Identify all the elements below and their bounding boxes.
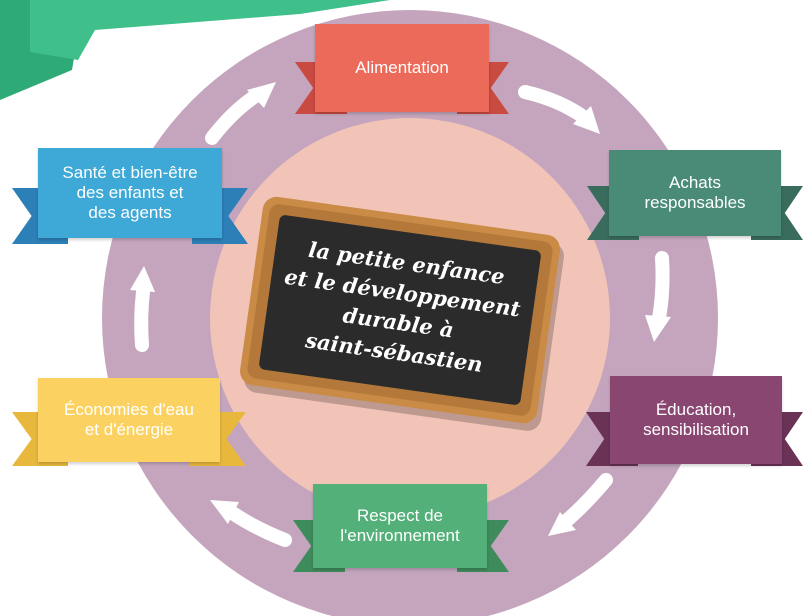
banner-sante-line-1: Santé et bien-être xyxy=(62,163,198,182)
arrow-respect-to-economies xyxy=(210,500,292,547)
banner-alimentation-face: Alimentation xyxy=(315,24,489,112)
arrow-economies-to-sante xyxy=(130,266,155,352)
arrow-alimentation-to-achats xyxy=(518,85,600,134)
banner-achats: Achats responsables xyxy=(587,150,803,256)
banner-education-line-2: sensibilisation xyxy=(643,420,749,439)
banner-education-face: Éducation, sensibilisation xyxy=(610,376,782,464)
arrow-education-to-respect xyxy=(548,473,613,536)
banner-achats-line-2: responsables xyxy=(644,193,746,212)
banner-economies-line-2: et d'énergie xyxy=(84,420,174,439)
banner-alimentation-text: Alimentation xyxy=(355,58,449,77)
arrow-achats-to-education xyxy=(645,251,671,342)
banner-alimentation: Alimentation xyxy=(295,24,509,132)
banner-education: Éducation, sensibilisation xyxy=(586,376,803,484)
banner-achats-face: Achats responsables xyxy=(609,150,781,236)
banner-sante: Santé et bien-être des enfants et des ag… xyxy=(12,148,248,258)
banner-sante-line-3: des agents xyxy=(88,203,172,222)
banner-sante-line-2: des enfants et xyxy=(76,183,184,202)
banner-respect-face: Respect de l'environnement xyxy=(313,484,487,568)
banner-economies-face: Économies d'eau et d'énergie xyxy=(38,378,220,462)
banner-respect-line-1: Respect de xyxy=(357,506,443,525)
arrows xyxy=(130,82,671,547)
chalkboard: la petite enfance et le développement du… xyxy=(240,196,564,431)
chalkboard-slate xyxy=(259,215,541,405)
banner-education-line-1: Éducation, xyxy=(655,400,737,419)
arrow-sante-to-alimentation xyxy=(205,82,276,145)
corner-band-light xyxy=(30,0,390,60)
banner-sante-face: Santé et bien-être des enfants et des ag… xyxy=(38,148,222,238)
banner-achats-line-1: Achats xyxy=(669,173,721,192)
banner-economies: Économies d'eau et d'énergie xyxy=(12,378,246,484)
banner-respect-line-2: l'environnement xyxy=(340,526,460,545)
banner-respect: Respect de l'environnement xyxy=(293,484,509,590)
banner-economies-line-1: Économies d'eau xyxy=(64,400,194,419)
